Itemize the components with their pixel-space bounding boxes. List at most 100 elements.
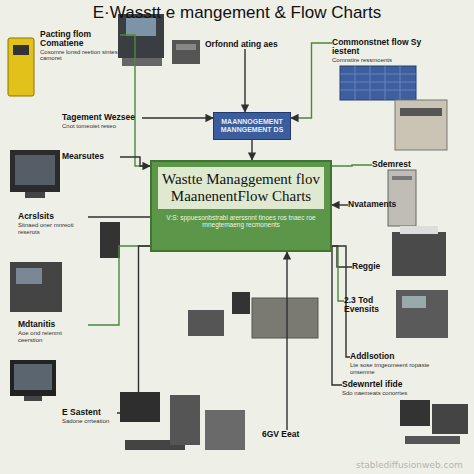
node-heading: Nvataments (348, 200, 408, 209)
flow-label: 6GV Eeat (262, 430, 312, 439)
crt-monitor (10, 150, 60, 198)
flow-connector (332, 246, 352, 267)
process-box: Wastte Managgement flov MaanenentFlow Ch… (150, 160, 332, 252)
device-part (10, 262, 62, 312)
yellow-device (8, 38, 34, 96)
flow-connector (117, 246, 150, 413)
node-heading: Mdtanitis (18, 320, 88, 329)
device-part (188, 310, 224, 336)
flow-label: Pacting flom ComatieneCosomre lonsd reet… (40, 30, 120, 62)
flow-label: 2.3 Tod Evensits (344, 296, 394, 314)
device-part (252, 298, 318, 338)
device-part (15, 155, 55, 185)
node-heading: E Sastent (62, 408, 117, 417)
device-part (24, 396, 42, 401)
machine (188, 292, 318, 338)
node-heading: MAANNOGEMENT MANNGEMENT DS (214, 116, 290, 136)
device-part (172, 40, 200, 64)
flow-connector (291, 43, 332, 118)
flow-label: Tagement WezseeCnot tomeoiet reseo (62, 113, 142, 130)
small-device (172, 40, 200, 64)
device-part (25, 192, 45, 198)
computer-cluster (400, 400, 468, 444)
flow-connector (332, 165, 372, 166)
flow-label: Mearsutes (62, 152, 120, 161)
node-body: Cnot tomeoiet reseo (62, 123, 142, 130)
node-body: Sitnaed oner mnreoti reserots (18, 222, 88, 235)
device-part (232, 292, 250, 314)
computer-cluster (120, 392, 245, 450)
flow-label: AcrslsitsSitnaed oner mnreoti reserots (18, 212, 88, 235)
node-heading: Sdemrest (372, 160, 422, 169)
device-part (170, 395, 200, 445)
flow-connector (251, 140, 252, 160)
flow-label: Reggie (352, 262, 392, 271)
flow-label: Commonstnet flow Sy iestentComnstire res… (332, 38, 422, 63)
flow-connector (286, 252, 287, 430)
device-part (16, 268, 42, 284)
node-heading: Wastte Managgement flov MaanenentFlow Ch… (158, 167, 324, 209)
node-heading: Tagement Wezsee (62, 113, 142, 122)
process-box: MAANNOGEMENT MANNGEMENT DS (213, 112, 291, 140)
device-part (392, 232, 446, 276)
node-heading: Acrslsits (18, 212, 88, 221)
flow-connector (332, 204, 348, 205)
device-part (10, 360, 56, 396)
copier (395, 100, 447, 150)
device-part (388, 170, 416, 226)
node-heading: Addlsotion (350, 352, 450, 361)
device-part (400, 108, 442, 116)
node-body: Cosomre lonsd reetion sintes camoret (40, 49, 120, 62)
node-heading: 6GV Eeat (262, 430, 312, 439)
cash-register (396, 290, 448, 338)
device-part (392, 176, 412, 180)
flow-label: E SastentSadone crrteation (62, 408, 117, 425)
device-part (13, 45, 29, 55)
device-part (340, 66, 416, 100)
watermark: stablediffusionweb.com (356, 460, 463, 470)
machine (10, 262, 62, 312)
node-body: Comnstire ressmoents (332, 57, 422, 64)
flow-label: Sdewnrtel ifideSdo naemeats conorrtes (342, 380, 442, 397)
node-body: Lte sose tmgeomeent ropaste onsemne (350, 362, 450, 375)
printer (392, 226, 446, 276)
tower-pc (100, 222, 120, 258)
device-part (100, 222, 120, 258)
flow-connector (88, 216, 150, 217)
node-heading: Sdewnrtel ifide (342, 380, 442, 389)
flow-connector (244, 49, 245, 112)
monitor (10, 360, 56, 401)
device-part (120, 392, 160, 422)
node-body: V:S: sppuesonbstrabi arerssnnt tinoes ro… (152, 212, 330, 234)
node-heading: Commonstnet flow Sy iestent (332, 38, 422, 56)
flow-label: AddlsotionLte sose tmgeomeent ropaste on… (350, 352, 450, 375)
device-part (402, 296, 426, 308)
flow-label: Orfonnd ating aes (205, 40, 285, 49)
device-part (205, 410, 245, 450)
node-heading: Mearsutes (62, 152, 120, 161)
node-heading: Orfonnd ating aes (205, 40, 285, 49)
device-part (395, 100, 447, 150)
device-part (405, 436, 460, 444)
node-heading: Pacting flom Comatiene (40, 30, 120, 48)
flow-connector (332, 246, 342, 385)
device-part (122, 58, 162, 66)
blue-server (340, 66, 416, 100)
node-heading: Reggie (352, 262, 392, 271)
diagram-title: E·Wasstt e mangement & Flow Charts (0, 3, 474, 23)
flow-connector (88, 246, 150, 325)
node-body: Sadone crrteation (62, 418, 117, 425)
flow-label: MdtanitisAoe ond reienmt ceerstion (18, 320, 88, 343)
device-part (8, 38, 34, 96)
tower-pc (388, 170, 416, 226)
device-part (340, 66, 416, 100)
flow-connector (120, 35, 150, 166)
node-body: Sdo naemeats conorrtes (342, 390, 442, 397)
flow-label: Nvataments (348, 200, 408, 209)
node-body: Aoe ond reienmt ceerstion (18, 330, 88, 343)
device-part (10, 150, 60, 192)
flow-connector (332, 246, 344, 301)
device-part (14, 364, 52, 390)
device-part (396, 290, 448, 338)
